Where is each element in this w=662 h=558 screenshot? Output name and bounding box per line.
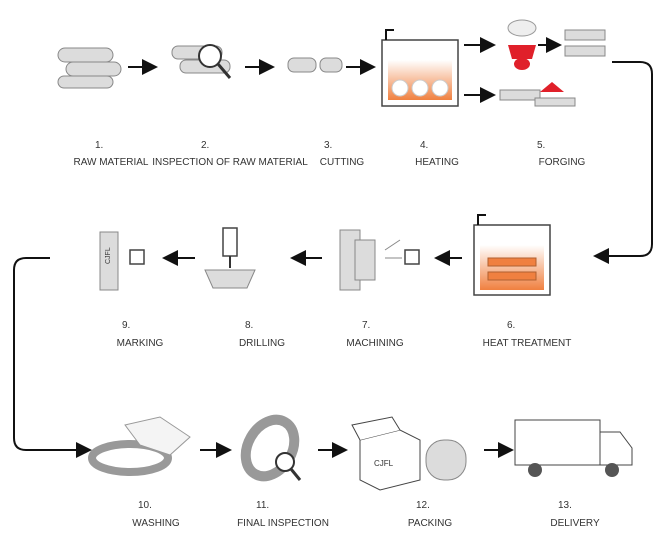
step-label: RAW MATERIAL [73,157,148,168]
step-number: 5. [537,140,545,151]
step-number: 1. [95,140,103,151]
drilling-icon [204,227,256,289]
machining-icon [339,229,420,291]
step-label: FORGING [539,157,586,168]
forging-press-icon [499,19,606,107]
step-number: 8. [245,320,253,331]
heating-furnace-icon [381,29,459,107]
step-number: 12. [416,500,430,511]
final-inspection-icon [240,414,302,482]
step-label: HEAT TREATMENT [483,338,572,349]
cutting-icon [287,57,343,73]
raw-material-icon [57,47,122,89]
step-number: 6. [507,320,515,331]
step-label: HEATING [415,157,459,168]
step-number: 11. [256,500,269,511]
heat-treatment-furnace-icon [473,214,551,296]
marking-brand-text: CJFL [105,247,112,264]
step-number: 10. [138,500,152,511]
flow-arrows-row-2 [13,250,462,458]
flow-arrows-row-1 [128,37,653,264]
packing-box-icon: CJFL [351,416,467,491]
step-label: MACHINING [346,338,403,349]
step-label: DELIVERY [550,518,600,529]
step-number: 9. [122,320,130,331]
step-number: 13. [558,500,572,511]
step-number: 2. [201,140,209,151]
step-label: WASHING [132,518,180,529]
step-label: PACKING [408,518,452,529]
step-number: 4. [420,140,428,151]
step-label: INSPECTION OF RAW MATERIAL [152,157,308,168]
inspection-magnifier-icon [171,44,232,79]
step-number: 7. [362,320,370,331]
step-labels: 1. RAW MATERIAL 2. INSPECTION OF RAW MAT… [73,140,599,529]
step-label: CUTTING [320,157,365,168]
box-brand-text: CJFL [374,459,394,468]
step-label: FINAL INSPECTION [237,518,329,529]
washing-icon [88,416,191,476]
step-label: MARKING [117,338,164,349]
step-label: DRILLING [239,338,285,349]
delivery-truck-icon [514,419,633,477]
marking-icon: CJFL [99,231,145,291]
step-number: 3. [324,140,332,151]
